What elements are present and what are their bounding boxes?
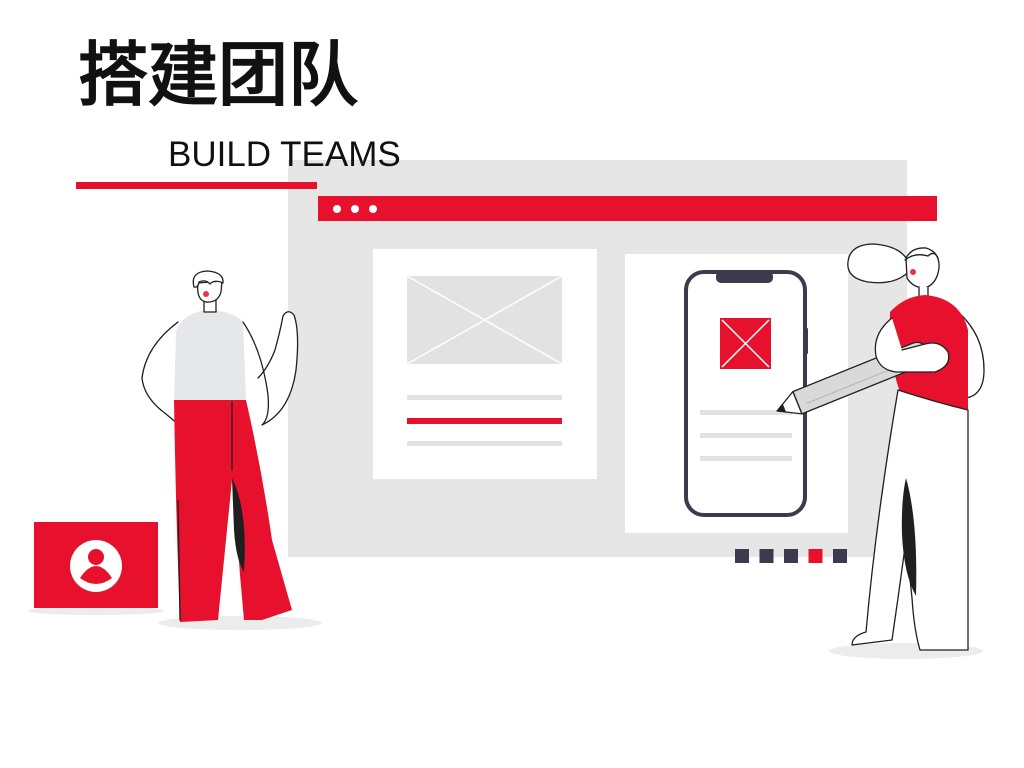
profile-card [34, 522, 158, 608]
phone-text-line [700, 410, 792, 415]
image-placeholder-icon [406, 275, 563, 365]
text-line-placeholder [407, 395, 562, 400]
pagination-square [784, 549, 798, 563]
phone-side-button [804, 328, 808, 354]
phone-text-line [700, 433, 792, 438]
user-avatar-icon [70, 540, 122, 592]
man-blush [203, 291, 209, 297]
image-placeholder-icon [720, 318, 771, 369]
pagination [735, 549, 847, 563]
pagination-square [735, 549, 749, 563]
woman-trousers-shadow [901, 478, 917, 596]
man-leg-outline [177, 499, 181, 621]
man-figure [141, 270, 299, 622]
placeholder-cross-line [721, 319, 770, 368]
three-dots-icon [333, 205, 377, 213]
placeholder-cross-line [406, 275, 563, 365]
page-title: 搭建团队 [78, 34, 358, 116]
browser-title-bar [318, 196, 937, 221]
window-dot [369, 205, 377, 213]
man-shirt [174, 310, 246, 402]
window-dot [333, 205, 341, 213]
card-shadow [28, 607, 164, 615]
man-right-arm [242, 311, 299, 426]
avatar-shoulders [80, 566, 112, 584]
phone-frame [684, 270, 807, 517]
text-line-highlight [407, 418, 562, 424]
woman-front-arm [874, 317, 950, 373]
pagination-square [833, 549, 847, 563]
text-line-placeholder [407, 441, 562, 446]
pagination-square-active [808, 549, 823, 563]
man-pants [174, 400, 292, 622]
page-subtitle: BUILD TEAMS [168, 135, 401, 174]
title-underline [76, 182, 317, 189]
browser-window [288, 160, 937, 557]
content-card-left [373, 249, 597, 479]
avatar-head [88, 549, 104, 565]
pagination-square [759, 549, 774, 563]
woman-blush [910, 269, 916, 275]
woman-face [905, 247, 940, 289]
window-dot [351, 205, 359, 213]
man-neck [203, 299, 217, 313]
phone-notch [716, 271, 773, 283]
phone-text-line [700, 456, 792, 461]
woman-figure [776, 243, 985, 651]
man-pants-shadow [232, 478, 245, 572]
smartphone [684, 270, 808, 517]
man-face [197, 280, 223, 303]
man-hair [192, 270, 224, 288]
woman-fringe [904, 252, 939, 261]
pencil-lead [777, 403, 787, 413]
